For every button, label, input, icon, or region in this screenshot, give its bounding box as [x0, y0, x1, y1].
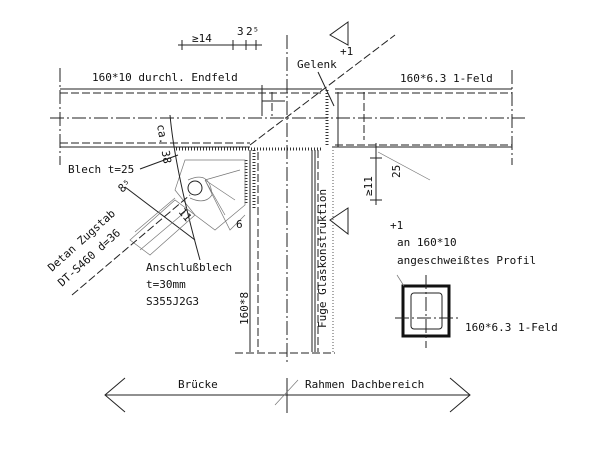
plate-label-3: S355J2G3 [146, 295, 199, 308]
right-beam-label: 160*6.3 1-Feld [400, 72, 493, 85]
right-dimension [370, 143, 431, 205]
gusset-plate [124, 114, 246, 261]
section-title-2: angeschweißtes Profil [397, 254, 536, 267]
tie-rod [71, 194, 196, 296]
section-title-1: an 160*10 [397, 236, 457, 249]
zone-arrow [104, 377, 471, 413]
zone-left-label: Brücke [178, 378, 218, 391]
dim-min11: ≥11 [362, 176, 375, 196]
section-mark-2: +1 [390, 219, 403, 232]
ca38-label: ca. 38 [154, 123, 174, 164]
section-detail [395, 274, 458, 348]
dim-11: 11 [176, 206, 194, 225]
section-mark-1: +1 [340, 45, 353, 58]
top-beam-label: 160*10 durchl. Endfeld [92, 71, 238, 84]
joint-label: Fuge Glaskonstruktion [316, 189, 329, 328]
right-beam [325, 70, 513, 165]
zone-right-label: Rahmen Dachbereich [305, 378, 424, 391]
top-dimension [178, 40, 262, 50]
plate-label-2: t=30mm [146, 278, 186, 291]
section-marker-bottom [329, 207, 349, 236]
section-profile-label: 160*6.3 1-Feld [465, 321, 558, 334]
column-label: 160*8 [238, 292, 251, 325]
weld-6: 6 [236, 218, 243, 231]
section-marker-top [329, 21, 349, 46]
dim-3: 3 [237, 25, 244, 38]
left-beam [59, 68, 322, 165]
plate-label-1: Anschlußblech [146, 261, 232, 274]
gelenk-label: Gelenk [297, 58, 337, 71]
dim-25: 2⁵ [246, 25, 259, 38]
column [235, 150, 335, 354]
dim-85: 8⁵ [116, 177, 135, 195]
blech-label: Blech t=25 [68, 163, 134, 176]
dim-min14: ≥14 [192, 32, 212, 45]
dim-25b: 25 [390, 165, 403, 178]
